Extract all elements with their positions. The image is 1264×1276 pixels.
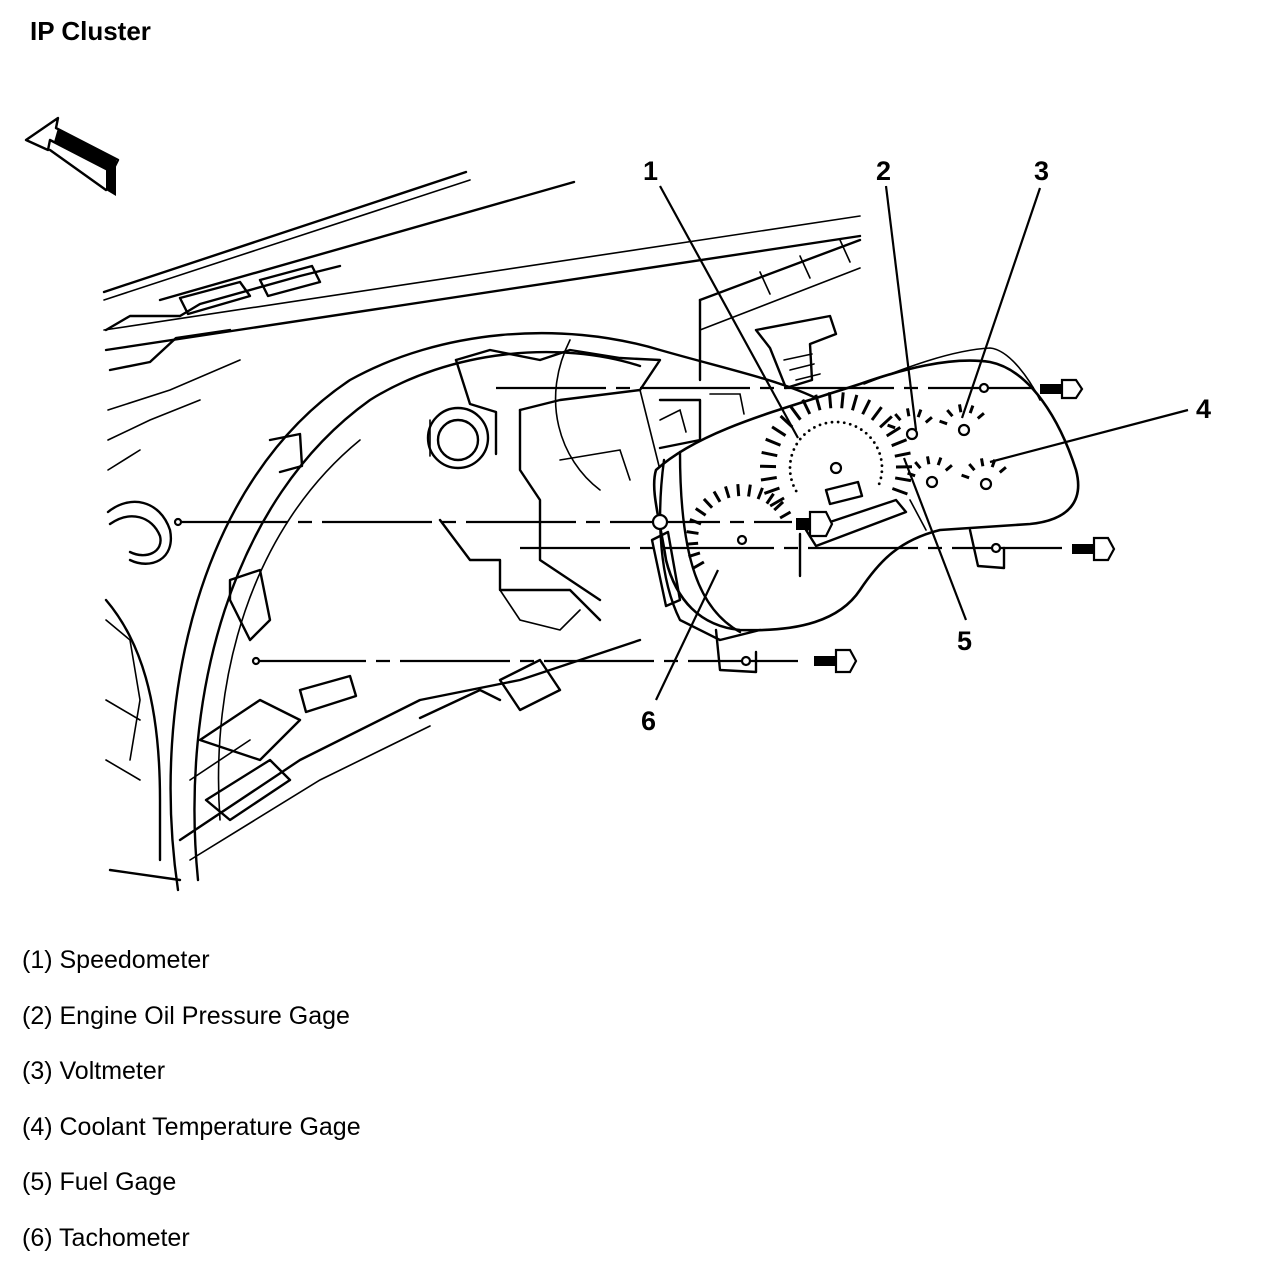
bolt-center xyxy=(796,510,834,538)
callout-5: 5 xyxy=(957,626,972,656)
callout-4: 4 xyxy=(1196,394,1211,424)
callout-1: 1 xyxy=(643,156,658,186)
instrument-cluster xyxy=(650,347,1080,674)
legend-item: (3) Voltmeter xyxy=(22,1057,166,1086)
callout-3: 3 xyxy=(1034,156,1049,186)
instrument-panel-dash xyxy=(102,170,862,892)
bolt-top-right xyxy=(1040,378,1084,400)
callout-6: 6 xyxy=(641,706,656,736)
bolt-alignment-lines xyxy=(173,382,1066,667)
callout-leader-lines xyxy=(655,185,1189,701)
legend: (1) Speedometer (2) Engine Oil Pressure … xyxy=(22,940,361,1274)
callout-2: 2 xyxy=(876,156,891,186)
bolt-lower-right xyxy=(1072,536,1116,562)
legend-item: (1) Speedometer xyxy=(22,946,210,974)
tachometer-face xyxy=(686,484,792,570)
forward-direction-arrow xyxy=(24,116,120,196)
small-gauge-faces xyxy=(887,404,1007,491)
ip-cluster-diagram: 1 2 3 4 5 6 xyxy=(24,116,1211,892)
legend-item: (4) Coolant Temperature Gage xyxy=(22,1112,361,1141)
bolt-bottom xyxy=(814,648,858,674)
legend-item: (5) Fuel Gage xyxy=(22,1168,177,1197)
page-title: IP Cluster xyxy=(30,16,151,46)
speedometer-face xyxy=(759,392,913,508)
legend-item: (6) Tachometer xyxy=(22,1223,190,1252)
legend-item: (2) Engine Oil Pressure Gage xyxy=(22,1001,350,1030)
